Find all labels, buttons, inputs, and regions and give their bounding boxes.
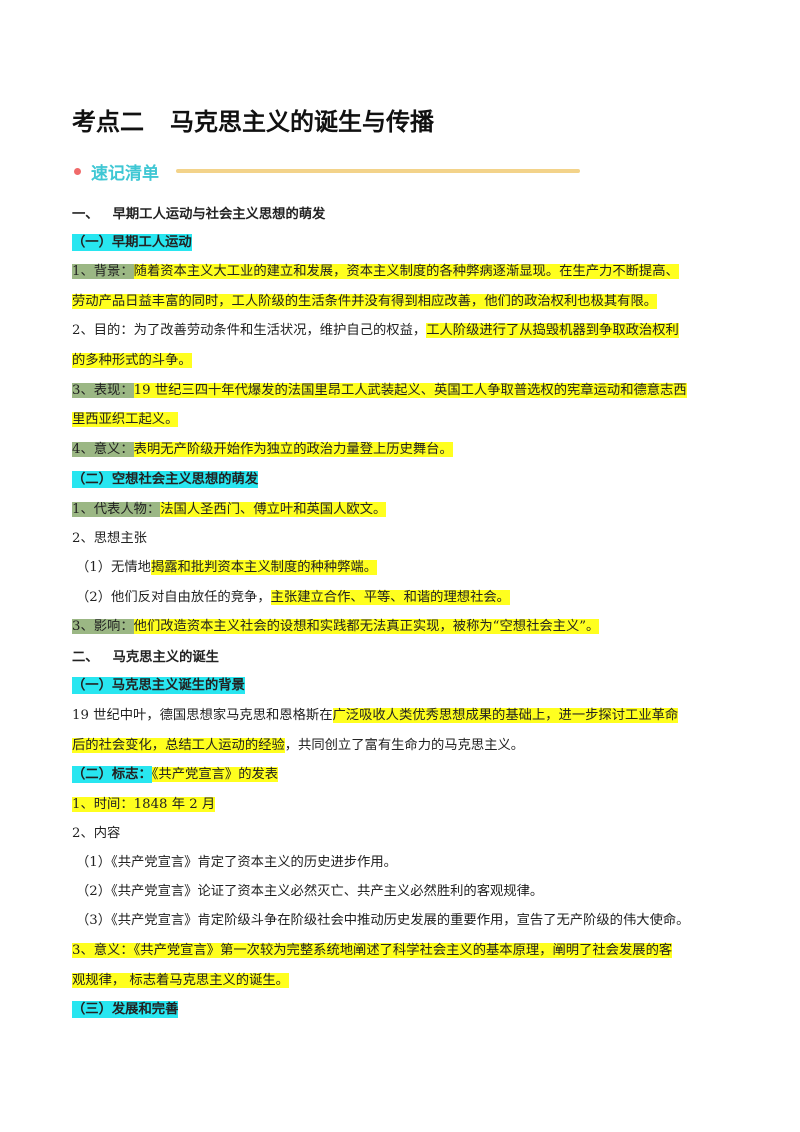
representatives-line: 1、代表人物：法国人圣西门、傅立叶和英国人欧文。 bbox=[72, 502, 387, 517]
badge-label: 速记清单 bbox=[91, 163, 159, 184]
performance-line-2: 里西亚织工起义。 bbox=[72, 412, 179, 427]
meaning-line: 4、意义：表明无产阶级开始作为独立的政治力量登上历史舞台。 bbox=[72, 442, 453, 457]
marx-background-line-1: 19 世纪中叶，德国思想家马克思和恩格斯在广泛吸收人类优秀思想成果的基础上，进一… bbox=[72, 708, 679, 723]
page-title: 考点二马克思主义的诞生与传播 bbox=[72, 102, 434, 137]
purpose-line-1: 2、目的：为了改善劳动条件和生活状况，维护自己的权益，工人阶级进行了从捣毁机器到… bbox=[72, 323, 679, 338]
section-development: （三）发展和完善 bbox=[72, 1001, 179, 1018]
content-heading: 2、内容 bbox=[72, 826, 121, 841]
significance-line-2: 观规律， 标志着马克思主义的诞生。 bbox=[72, 973, 289, 988]
section-early-workers: （一）早期工人运动 bbox=[72, 234, 192, 251]
influence-line: 3、影响：他们改造资本主义社会的设想和实践都无法真正实现，被称为“空想社会主义”… bbox=[72, 619, 600, 634]
content-item-1: （1）《共产党宣言》肯定了资本主义的历史进步作用。 bbox=[76, 855, 397, 870]
background-line-1: 1、背景：随着资本主义大工业的建立和发展，资本主义制度的各种弊病逐渐显现。在生产… bbox=[72, 264, 679, 279]
title-main: 马克思主义的诞生与传播 bbox=[170, 108, 434, 136]
ideas-heading: 2、思想主张 bbox=[72, 531, 147, 546]
summary-badge: 速记清单 bbox=[74, 158, 159, 184]
heading-part1: 一、早期工人运动与社会主义思想的萌发 bbox=[72, 207, 326, 222]
title-prefix: 考点二 bbox=[72, 108, 144, 136]
time-line: 1、时间：1848 年 2 月 bbox=[72, 797, 216, 812]
idea-item-1: （1）无情地揭露和批判资本主义制度的种种弊端。 bbox=[76, 560, 377, 575]
heading-part2: 二、马克思主义的诞生 bbox=[72, 650, 219, 665]
badge-divider bbox=[176, 169, 580, 173]
performance-line-1: 3、表现：19 世纪三四十年代爆发的法国里昂工人武装起义、英国工人争取普选权的宪… bbox=[72, 383, 687, 398]
section-marker: （二）标志：《共产党宣言》的发表 bbox=[72, 766, 279, 783]
content-item-2: （2）《共产党宣言》论证了资本主义必然灭亡、共产主义必然胜利的客观规律。 bbox=[76, 884, 544, 899]
purpose-line-2: 的多种形式的斗争。 bbox=[72, 353, 192, 368]
bullet-dot-icon bbox=[74, 167, 81, 175]
content-item-3: （3）《共产党宣言》肯定阶级斗争在阶级社会中推动历史发展的重要作用，宣告了无产阶… bbox=[76, 913, 690, 928]
marx-background-line-2: 后的社会变化，总结工人运动的经验，共同创立了富有生命力的马克思主义。 bbox=[72, 738, 525, 753]
background-line-2: 劳动产品日益丰富的同时，工人阶级的生活条件并没有得到相应改善，他们的政治权利也极… bbox=[72, 294, 658, 309]
significance-line-1: 3、意义：《共产党宣言》第一次较为完整系统地阐述了科学社会主义的基本原理，阐明了… bbox=[72, 943, 673, 958]
section-marxism-background: （一）马克思主义诞生的背景 bbox=[72, 677, 245, 694]
idea-item-2: （2）他们反对自由放任的竞争，主张建立合作、平等、和谐的理想社会。 bbox=[76, 590, 510, 605]
section-utopian: （二）空想社会主义思想的萌发 bbox=[72, 471, 259, 488]
